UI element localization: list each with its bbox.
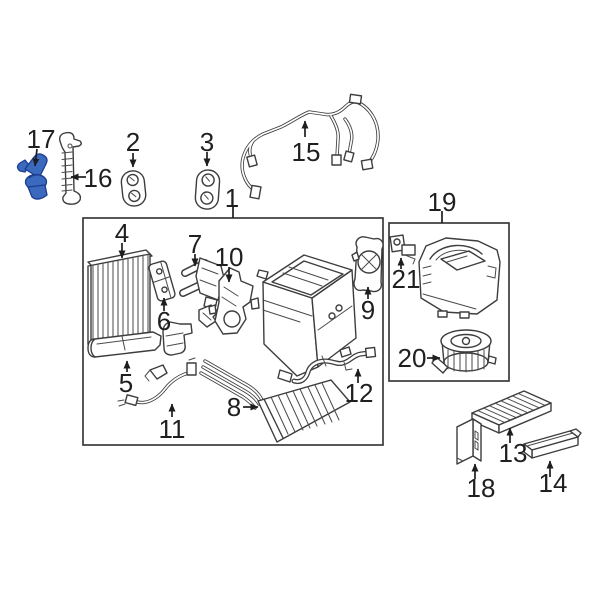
part-6-bracket — [148, 260, 176, 302]
part-12-hose — [291, 346, 377, 384]
part-2-gasket — [120, 170, 147, 207]
part-7-expansion-valve — [179, 257, 225, 310]
part-10-case-section — [208, 267, 254, 335]
callout-label-18: 18 — [466, 473, 496, 503]
part-17-highlighted-sensor — [16, 153, 48, 200]
part-8-heater-core — [199, 359, 351, 443]
callout-arrows — [32, 120, 554, 479]
hvac-housing — [250, 254, 357, 383]
part-11-wire — [117, 357, 197, 407]
blower-case — [418, 237, 501, 319]
callout-label-10: 10 — [214, 242, 244, 272]
callout-label-20: 20 — [397, 343, 427, 373]
part-18-amplifier — [456, 418, 482, 465]
callout-label-21: 21 — [391, 264, 421, 294]
callout-label-16: 16 — [83, 163, 113, 193]
callout-label-12: 12 — [344, 378, 374, 408]
part-14-filter-cover — [523, 428, 582, 459]
part-21-servo — [389, 234, 416, 265]
callout-label-7: 7 — [187, 229, 203, 259]
callout-label-1: 1 — [224, 183, 240, 213]
callout-label-15: 15 — [291, 137, 321, 167]
callout-label-19: 19 — [427, 187, 457, 217]
callout-label-14: 14 — [538, 468, 568, 498]
part-13-cabin-filter — [471, 390, 552, 434]
callout-label-6: 6 — [156, 306, 172, 336]
part-15-wire-harness — [240, 93, 380, 200]
callout-label-9: 9 — [360, 295, 376, 325]
callout-label-5: 5 — [118, 368, 134, 398]
part-16-hose — [58, 131, 82, 205]
callout-label-4: 4 — [114, 218, 130, 248]
callout-label-17: 17 — [26, 124, 56, 154]
callout-label-3: 3 — [199, 127, 215, 157]
callout-label-11: 11 — [158, 414, 186, 444]
part-20-blower-motor — [431, 329, 497, 374]
assembly-19-box — [388, 222, 510, 382]
part-5-pipe — [87, 331, 162, 358]
callout-label-8: 8 — [226, 392, 242, 422]
part-9-servo-plate — [351, 236, 384, 293]
part-3-gasket — [194, 169, 221, 210]
callout-label-2: 2 — [125, 127, 141, 157]
callout-label-13: 13 — [498, 438, 528, 468]
small-fittings — [162, 304, 219, 356]
